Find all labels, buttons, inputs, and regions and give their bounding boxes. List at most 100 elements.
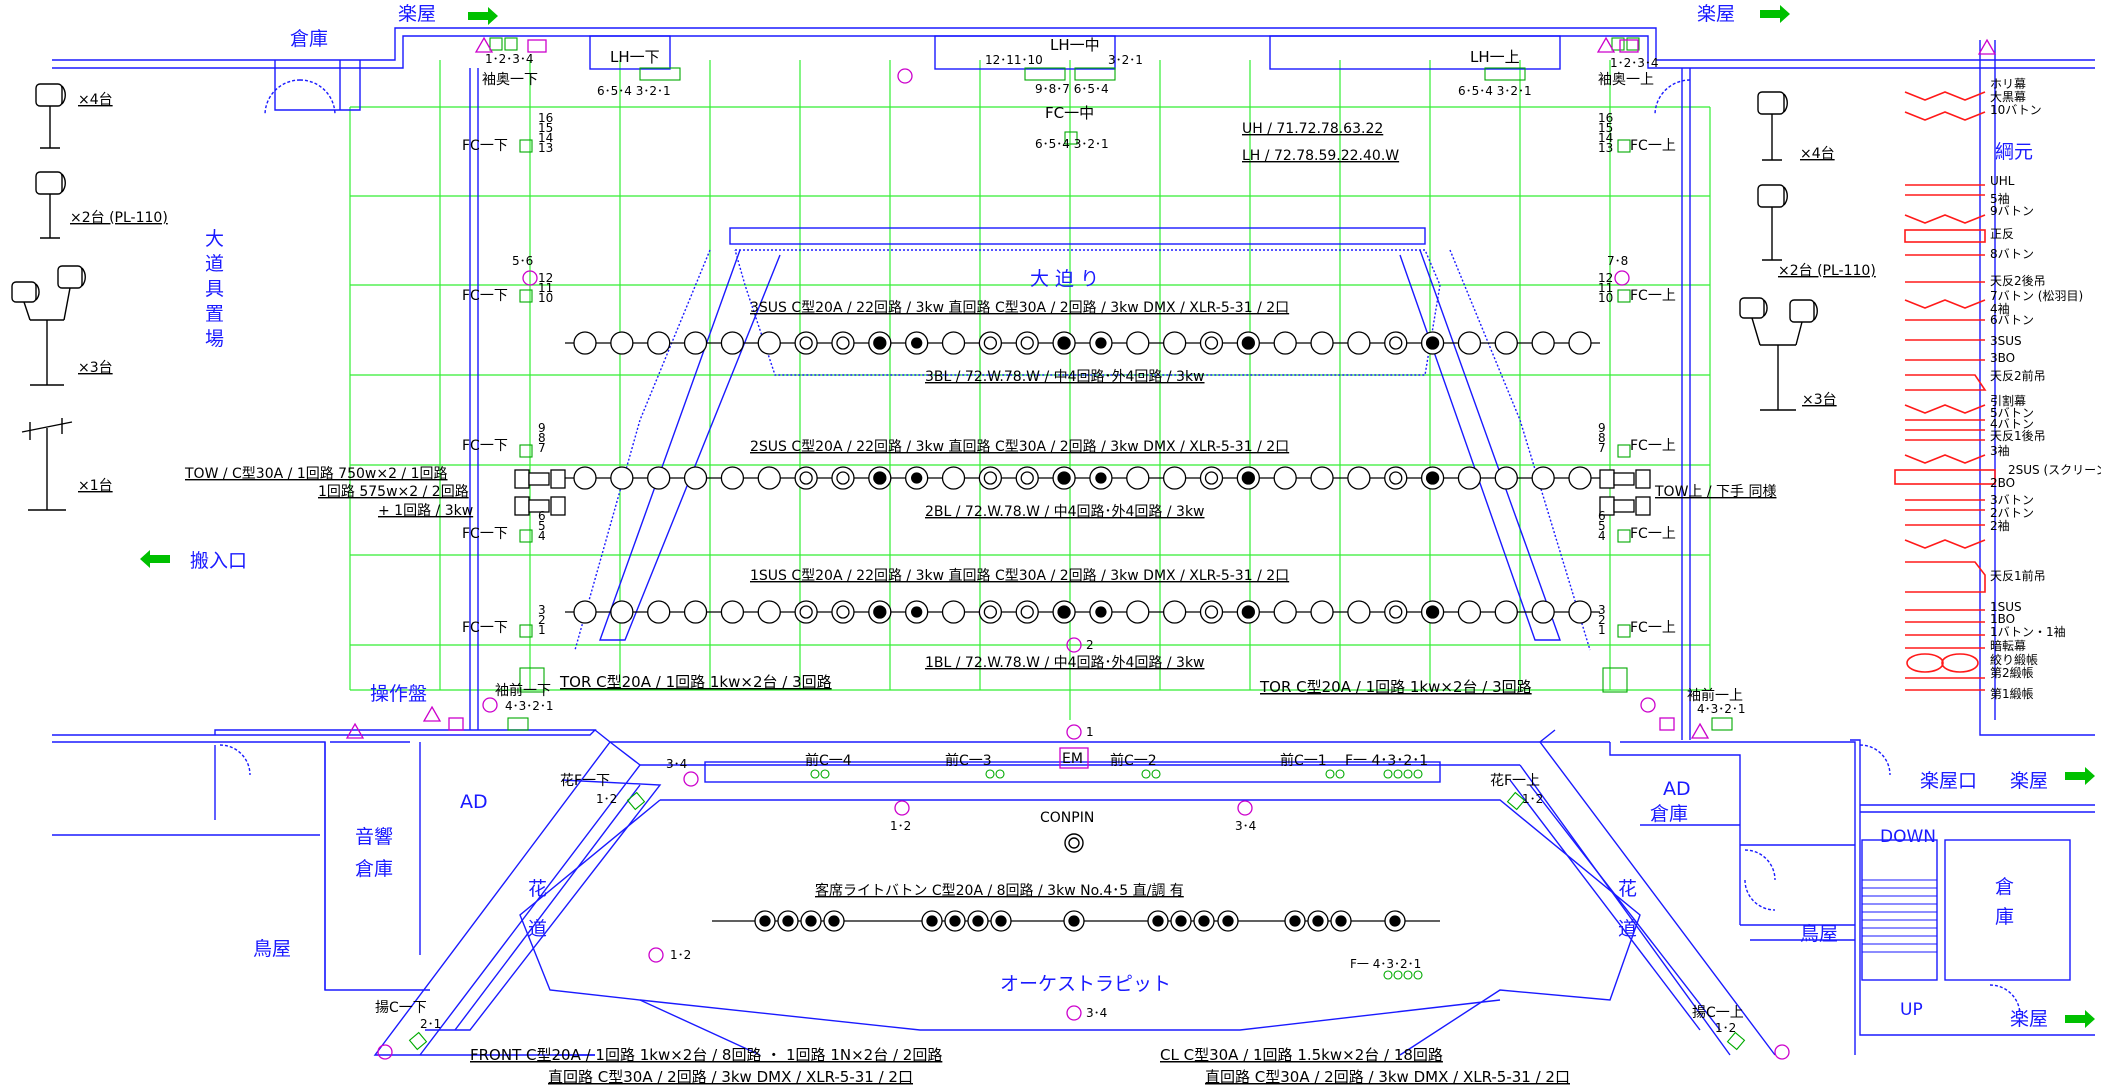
- batten-label: 2袖: [1990, 518, 2010, 533]
- fixture-icon: [1347, 600, 1371, 624]
- fixture-icon: [720, 331, 745, 355]
- down-label: DOWN: [1880, 827, 1936, 847]
- uh-note: UH / 71.72.78.63.22: [1242, 121, 1383, 137]
- batten-label: 1バトン・1袖: [1990, 624, 2066, 639]
- batten-label: 暗転幕: [1990, 638, 2026, 653]
- fixture-icon: [1242, 606, 1254, 618]
- fixture-icon: [926, 915, 938, 927]
- fixture-icon: [1058, 606, 1070, 618]
- tow-note: TOW上 / 下手 同様: [1654, 484, 1776, 500]
- fixture-icon: [683, 466, 708, 490]
- fixture-icon: [983, 336, 998, 350]
- fixture-icon: [1335, 915, 1347, 927]
- batten-label: 正反: [1990, 227, 2014, 241]
- f-label: F一 4･3･2･1: [1345, 753, 1428, 769]
- fc-kami-label: FC一上: [1630, 620, 1676, 636]
- gakuya-label: 楽屋: [1697, 3, 1735, 25]
- fc-number: 7: [1598, 441, 1606, 455]
- batten-label: 2BO: [1990, 476, 2015, 490]
- fixture-icon: [1531, 331, 1555, 355]
- orchestra-pit-label: オーケストラピット: [1000, 973, 1171, 995]
- batten-label: 1SUS: [1990, 600, 2022, 614]
- motor-numbers: 3･4: [666, 757, 687, 771]
- tow-note: TOW / C型30A / 1回路 750w×2 / 1回路: [184, 466, 448, 482]
- fixture-icon: [949, 915, 961, 927]
- tow-note: 1回路 575w×2 / 2回路: [318, 484, 469, 500]
- fixture-icon: [1347, 466, 1371, 490]
- lighting-stands: [11, 83, 1818, 511]
- batten-label: 絞り緞帳: [1990, 652, 2038, 667]
- fixture-icon: [836, 471, 850, 485]
- fixture-icon: [1020, 605, 1034, 619]
- hana-f-numbers: 1･2: [1522, 792, 1543, 806]
- batten-label: 6バトン: [1990, 313, 2034, 327]
- fc-shimo-label: FC一下: [462, 620, 508, 636]
- fc-number: 12: [538, 271, 553, 285]
- label-char: 置: [205, 303, 224, 325]
- fixture-icon: [757, 331, 781, 355]
- ad-room-label: AD: [1663, 778, 1691, 800]
- fixture-icon: [1494, 331, 1518, 355]
- toriya-label: 鳥屋: [1800, 923, 1838, 945]
- fixture-icon: [573, 331, 597, 355]
- fc-kami-label: FC一上: [1630, 438, 1676, 454]
- fc-shimo-label: FC一下: [462, 526, 508, 542]
- fixture-icon: [1426, 472, 1439, 484]
- fc-number: 12: [1598, 271, 1613, 285]
- fixture-icon: [1058, 337, 1070, 349]
- fixture-icon: [911, 606, 923, 618]
- motor-numbers: 7･8: [1607, 254, 1628, 268]
- lh-shimo-label: LH一下: [610, 48, 660, 66]
- lh-naka-label: LH一中: [1050, 36, 1100, 54]
- fixture-icon: [1531, 466, 1555, 490]
- fixture-icon: [911, 337, 923, 349]
- batten-label: 3SUS: [1990, 334, 2022, 348]
- fc-number: 15: [538, 121, 553, 135]
- stand-triple-icon: [1739, 297, 1818, 411]
- fixture-icon: [1426, 337, 1439, 349]
- mae-c-label: 前C一2: [1110, 752, 1157, 769]
- fc-number: 6: [1598, 509, 1606, 523]
- batten-label: 3袖: [1990, 443, 2010, 458]
- sode-oku-kami-label: 袖奥一上: [1598, 71, 1654, 88]
- toriya-label: 鳥屋: [253, 938, 291, 960]
- motor-numbers: 1･2: [670, 948, 691, 962]
- fixture-icon: [1068, 915, 1080, 927]
- label-char: 花: [1618, 878, 1637, 900]
- fixture-icon: [1095, 337, 1107, 349]
- batten-label: 9バトン: [1990, 204, 2034, 218]
- stand-single-icon: [35, 83, 66, 149]
- fixture-icon: [1494, 466, 1518, 490]
- building-walls: [52, 27, 2095, 1056]
- hana-f-label: 花F一下: [560, 773, 610, 789]
- tor-note: TOR C型20A / 1回路 1kw×2台 / 3回路: [559, 673, 832, 691]
- fixture-icon: [573, 600, 597, 624]
- stand-count: ×2台 (PL-110): [70, 210, 168, 226]
- fc-number: 5: [1598, 519, 1606, 533]
- label-text: 倉庫: [355, 858, 393, 880]
- label-char: 庫: [1995, 906, 2014, 928]
- motor-numbers: 1･2: [890, 819, 911, 833]
- fixture-symbols: [573, 331, 1592, 932]
- fc-number: 10: [538, 291, 553, 305]
- batten-label: 5袖: [1990, 191, 2010, 206]
- cl-note: CL C型30A / 1回路 1.5kw×2台 / 18回路: [1160, 1046, 1443, 1064]
- mae-c-label: 前C一1: [1280, 752, 1327, 769]
- batten-label: 天反2後吊: [1990, 274, 2046, 288]
- fixture-icon: [1204, 471, 1219, 485]
- age-c-numbers: 1･2: [1715, 1021, 1736, 1035]
- fc-kami-label: FC一上: [1630, 526, 1676, 542]
- fc-number: 1: [1598, 623, 1606, 637]
- fixture-icon: [759, 915, 771, 927]
- hana-f-numbers: 1･2: [596, 792, 617, 806]
- fc-shimo-label: FC一下: [462, 138, 508, 154]
- fixture-icon: [828, 915, 840, 927]
- up-label: UP: [1900, 1000, 1923, 1020]
- age-c-label: 揚C一下: [375, 999, 427, 1016]
- batten-label: 3BO: [1990, 351, 2015, 365]
- fixture-icon: [1162, 331, 1187, 355]
